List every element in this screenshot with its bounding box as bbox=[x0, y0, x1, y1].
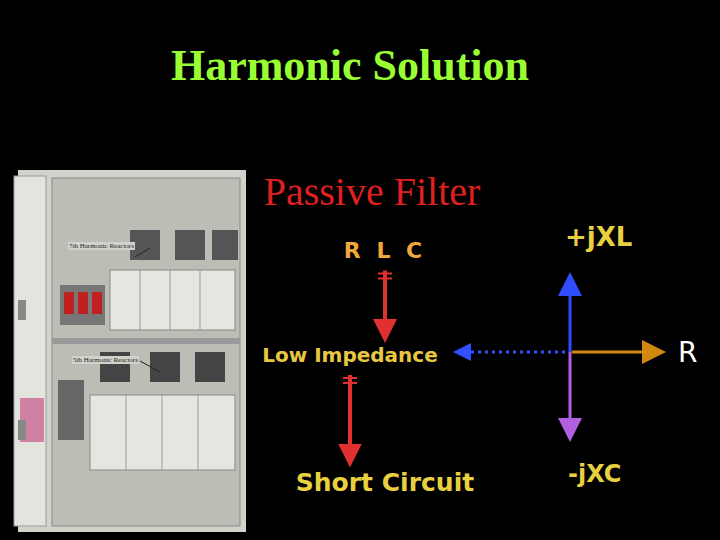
vector-label: R bbox=[678, 336, 697, 369]
node-text: Short Circuit bbox=[296, 468, 474, 497]
vector-label: -jXC bbox=[568, 460, 621, 488]
node-text: Low Impedance bbox=[262, 343, 438, 367]
impedance-vectors bbox=[456, 278, 660, 436]
vector-label: +jXL bbox=[565, 222, 632, 252]
title: Harmonic Solution bbox=[171, 40, 529, 91]
node-text: R L C bbox=[344, 238, 426, 263]
flow-arrow bbox=[343, 375, 357, 460]
text-node: R L C bbox=[338, 236, 432, 265]
flow-arrow bbox=[378, 271, 392, 336]
text-node: Short Circuit bbox=[290, 466, 480, 499]
heading: Passive Filter bbox=[264, 168, 481, 215]
cabinet-photo bbox=[14, 170, 246, 532]
part-name: 5th Harmonic Reactors bbox=[72, 356, 139, 364]
text-node: Low Impedance bbox=[256, 341, 444, 369]
part-name: 7th Harmonic Reactors bbox=[68, 242, 135, 250]
